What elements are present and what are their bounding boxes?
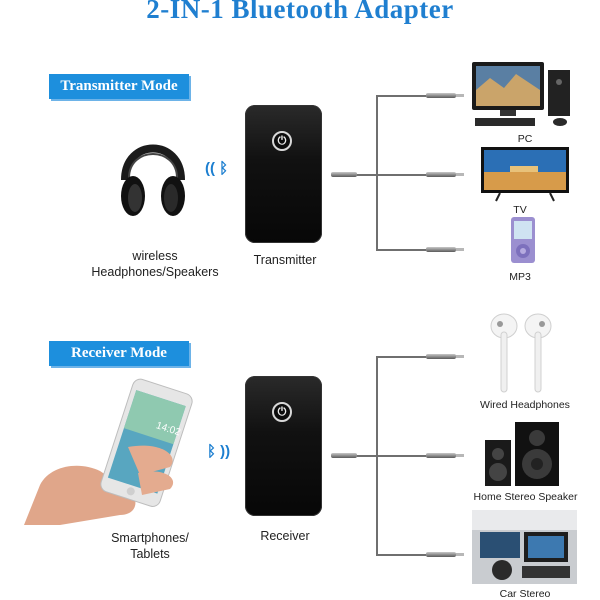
cable: [376, 174, 426, 176]
tv-icon: [481, 147, 569, 202]
target-label-pc: PC: [517, 133, 533, 145]
transmitter-mode-banner: Transmitter Mode: [49, 74, 189, 99]
power-icon: ⏻: [272, 131, 292, 151]
cable: [376, 95, 426, 97]
cable: [376, 554, 426, 556]
cable: [357, 455, 377, 457]
receiver-mode-banner: Receiver Mode: [49, 341, 189, 366]
cable: [376, 95, 378, 250]
audio-jack: [426, 93, 456, 98]
cable: [376, 249, 426, 251]
cable: [376, 356, 426, 358]
jack-tip: [456, 94, 464, 97]
smartphone-icon: 14:02: [24, 378, 193, 525]
earbuds-icon: [490, 313, 552, 393]
receiver-source-label-1: Smartphones/: [111, 531, 189, 545]
receiver-source-label-2: Tablets: [130, 547, 170, 561]
audio-jack: [426, 354, 456, 359]
target-label-wired-headphones: Wired Headphones: [480, 399, 570, 411]
page-title: 2-IN-1 Bluetooth Adapter: [146, 0, 454, 24]
mp3-player-icon: [511, 217, 535, 263]
target-label-home-stereo-speaker: Home Stereo Speaker: [473, 491, 578, 503]
audio-jack: [331, 172, 357, 177]
pc-icon: [472, 62, 570, 126]
audio-jack: [331, 453, 357, 458]
audio-jack: [426, 247, 456, 252]
jack-tip: [456, 248, 464, 251]
target-label-tv: TV: [513, 204, 527, 216]
cable: [376, 455, 426, 457]
transmitter-source-label-2: Headphones/Speakers: [91, 265, 219, 279]
car-stereo-icon: [472, 510, 577, 584]
receiver-device: ⏻: [245, 376, 322, 516]
target-label-car-stereo: Car Stereo: [499, 588, 551, 600]
jack-tip: [456, 454, 464, 457]
audio-jack: [426, 172, 456, 177]
receiver-device-label: Receiver: [260, 529, 310, 543]
speaker-icon: [485, 422, 559, 486]
bluetooth-icon: ᛒ )): [207, 443, 231, 460]
transmitter-source-label-1: wireless: [132, 249, 178, 263]
target-label-mp3: MP3: [509, 271, 531, 283]
jack-tip: [456, 553, 464, 556]
jack-tip: [456, 173, 464, 176]
bluetooth-icon: (( ᛒ: [205, 160, 229, 177]
transmitter-device: ⏻: [245, 105, 322, 243]
jack-tip: [456, 355, 464, 358]
cable: [357, 174, 377, 176]
power-icon: ⏻: [272, 402, 292, 422]
transmitter-device-label: Transmitter: [253, 253, 317, 267]
audio-jack: [426, 552, 456, 557]
audio-jack: [426, 453, 456, 458]
headphones-icon: [121, 144, 185, 216]
